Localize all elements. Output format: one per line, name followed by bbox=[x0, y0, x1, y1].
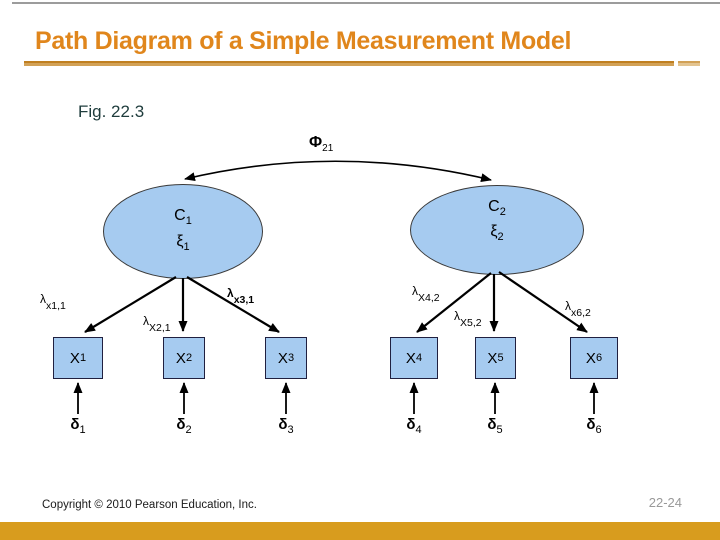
indicator-x1-label: X bbox=[69, 349, 80, 367]
lambda-sub-1: x1,1 bbox=[46, 300, 66, 312]
delta-symbol-2: δ bbox=[176, 416, 186, 433]
indicator-x1-sub: 1 bbox=[79, 352, 87, 364]
indicator-x3-sub: 3 bbox=[287, 352, 295, 364]
error-term-1: δ1 bbox=[63, 416, 93, 436]
lambda-symbol-4: λ bbox=[412, 284, 418, 298]
error-term-4: δ4 bbox=[399, 416, 429, 436]
indicator-x4-label: X bbox=[405, 349, 416, 367]
latent-2-label-sub: 2 bbox=[499, 206, 506, 218]
delta-symbol-3: δ bbox=[278, 416, 288, 433]
lambda-symbol-3: λ bbox=[227, 286, 234, 300]
latent-2-xi-sub: 2 bbox=[497, 231, 504, 244]
page-number: 22-24 bbox=[648, 495, 682, 510]
loading-label-2: λX2,1 bbox=[143, 312, 171, 334]
latent-1-label: C bbox=[174, 207, 186, 225]
indicator-x2-sub: 2 bbox=[185, 352, 193, 364]
latent-1-label-sub: 1 bbox=[185, 215, 192, 228]
delta-sub-6: 6 bbox=[595, 424, 602, 436]
latent-1-xi-sub: 1 bbox=[183, 240, 190, 253]
indicator-x5-sub: 5 bbox=[497, 352, 504, 364]
indicator-x2-label: X bbox=[175, 349, 186, 367]
latent-construct-2: C2 ξ2 bbox=[410, 185, 584, 275]
figure-label: Fig. 22.3 bbox=[78, 102, 145, 121]
loading-label-4: λX4,2 bbox=[412, 282, 440, 304]
latent-1-xi: ξ bbox=[176, 232, 184, 250]
loading-label-5: λX5,2 bbox=[454, 307, 482, 329]
latent-2-text: C2 ξ2 bbox=[488, 197, 506, 247]
latent-2-label: C bbox=[488, 197, 500, 215]
phi-sub: 21 bbox=[322, 143, 334, 155]
delta-sub-3: 3 bbox=[287, 424, 294, 436]
top-divider bbox=[12, 2, 720, 4]
error-term-6: δ6 bbox=[579, 416, 609, 436]
bottom-bar bbox=[0, 522, 720, 540]
lambda-symbol-1: λ bbox=[40, 292, 46, 306]
indicator-x5-label: X bbox=[487, 349, 498, 367]
indicator-x6-sub: 6 bbox=[595, 352, 603, 364]
loading-label-3: λx3,1 bbox=[227, 284, 254, 306]
latent-construct-1: C1 ξ1 bbox=[103, 184, 263, 279]
lambda-sub-3: x3,1 bbox=[233, 294, 255, 306]
error-term-2: δ2 bbox=[169, 416, 199, 436]
indicator-x4-sub: 4 bbox=[415, 352, 423, 364]
lambda-symbol-5: λ bbox=[454, 309, 460, 323]
latent-2-xi: ξ bbox=[490, 223, 498, 240]
lambda-sub-5: X5,2 bbox=[460, 317, 482, 329]
title-rule bbox=[24, 61, 674, 66]
delta-symbol-1: δ bbox=[70, 416, 80, 433]
error-term-3: δ3 bbox=[271, 416, 301, 436]
delta-sub-2: 2 bbox=[185, 424, 192, 436]
error-term-5: δ5 bbox=[480, 416, 510, 436]
loading-label-1: λx1,1 bbox=[40, 290, 66, 312]
lambda-sub-6: x6,2 bbox=[571, 307, 591, 319]
delta-sub-5: 5 bbox=[496, 424, 503, 436]
page-title: Path Diagram of a Simple Measurement Mod… bbox=[35, 27, 572, 55]
delta-symbol-6: δ bbox=[586, 416, 596, 433]
delta-symbol-5: δ bbox=[487, 416, 497, 433]
loading-label-6: λx6,2 bbox=[565, 297, 591, 319]
covariance-arrow bbox=[184, 160, 492, 183]
delta-sub-4: 4 bbox=[415, 424, 422, 436]
delta-sub-1: 1 bbox=[79, 424, 86, 436]
lambda-symbol-2: λ bbox=[143, 314, 149, 328]
latent-1-text: C1 ξ1 bbox=[174, 206, 192, 256]
indicator-x6-label: X bbox=[585, 349, 596, 367]
phi-symbol: Φ bbox=[309, 134, 323, 151]
lambda-sub-4: X4,2 bbox=[418, 292, 440, 304]
lambda-sub-2: X2,1 bbox=[149, 322, 171, 334]
lambda-symbol-6: λ bbox=[565, 299, 571, 313]
phi-coefficient: Φ21 bbox=[309, 134, 333, 154]
delta-symbol-4: δ bbox=[406, 416, 416, 433]
copyright-text: Copyright © 2010 Pearson Education, Inc. bbox=[42, 499, 257, 511]
title-rule-tip bbox=[678, 61, 700, 66]
indicator-x3-label: X bbox=[277, 349, 288, 367]
